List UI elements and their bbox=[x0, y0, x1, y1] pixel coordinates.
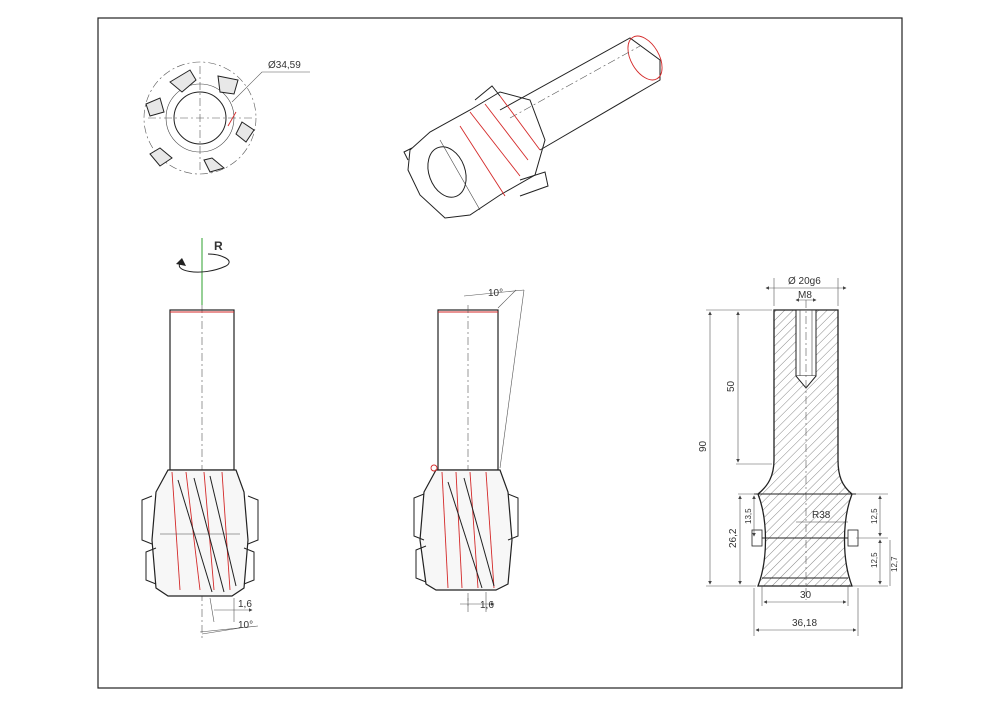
neck-width-label: 30 bbox=[800, 590, 812, 601]
upper-band-label: 13,5 bbox=[744, 508, 753, 524]
right-upper-label: 12,5 bbox=[870, 508, 879, 524]
total-length-label: 90 bbox=[698, 440, 709, 452]
right-total-label: 12,7 bbox=[890, 556, 899, 572]
side-view: 10° 1,6 bbox=[413, 288, 525, 612]
section-view: Ø 20g6 M8 50 90 26,2 13,5 R38 12,5 12,5 … bbox=[698, 276, 899, 636]
end-view-bore bbox=[173, 91, 227, 145]
side-angle-label: 10° bbox=[488, 288, 503, 299]
iso-bore bbox=[427, 146, 467, 198]
radius-label: R38 bbox=[812, 510, 831, 521]
head-width-label: 36,18 bbox=[792, 618, 817, 629]
drawing-border bbox=[97, 17, 903, 689]
end-view-diameter-label: Ø34,59 bbox=[268, 60, 301, 71]
end-view-outer-circle bbox=[143, 61, 257, 175]
front-offset-label: 1,6 bbox=[238, 599, 252, 610]
rotation-label: R bbox=[214, 239, 223, 253]
side-head bbox=[419, 469, 513, 591]
shank-diameter-label: Ø 20g6 bbox=[788, 276, 821, 287]
front-angle-label: 10° bbox=[238, 620, 253, 631]
side-offset-label: 1,6 bbox=[480, 600, 494, 611]
end-view-teeth bbox=[145, 69, 255, 173]
thread-label: M8 bbox=[798, 290, 812, 301]
end-view: Ø34,59 bbox=[143, 60, 310, 175]
right-lower-label: 12,5 bbox=[870, 552, 879, 568]
shank-length-label: 50 bbox=[726, 380, 737, 392]
head-length-label: 26,2 bbox=[728, 528, 739, 548]
rotation-arrow-icon bbox=[178, 253, 230, 273]
iso-shank-end bbox=[627, 35, 663, 81]
isometric-view bbox=[403, 35, 663, 219]
front-view: R 1,6 10° bbox=[141, 238, 259, 640]
